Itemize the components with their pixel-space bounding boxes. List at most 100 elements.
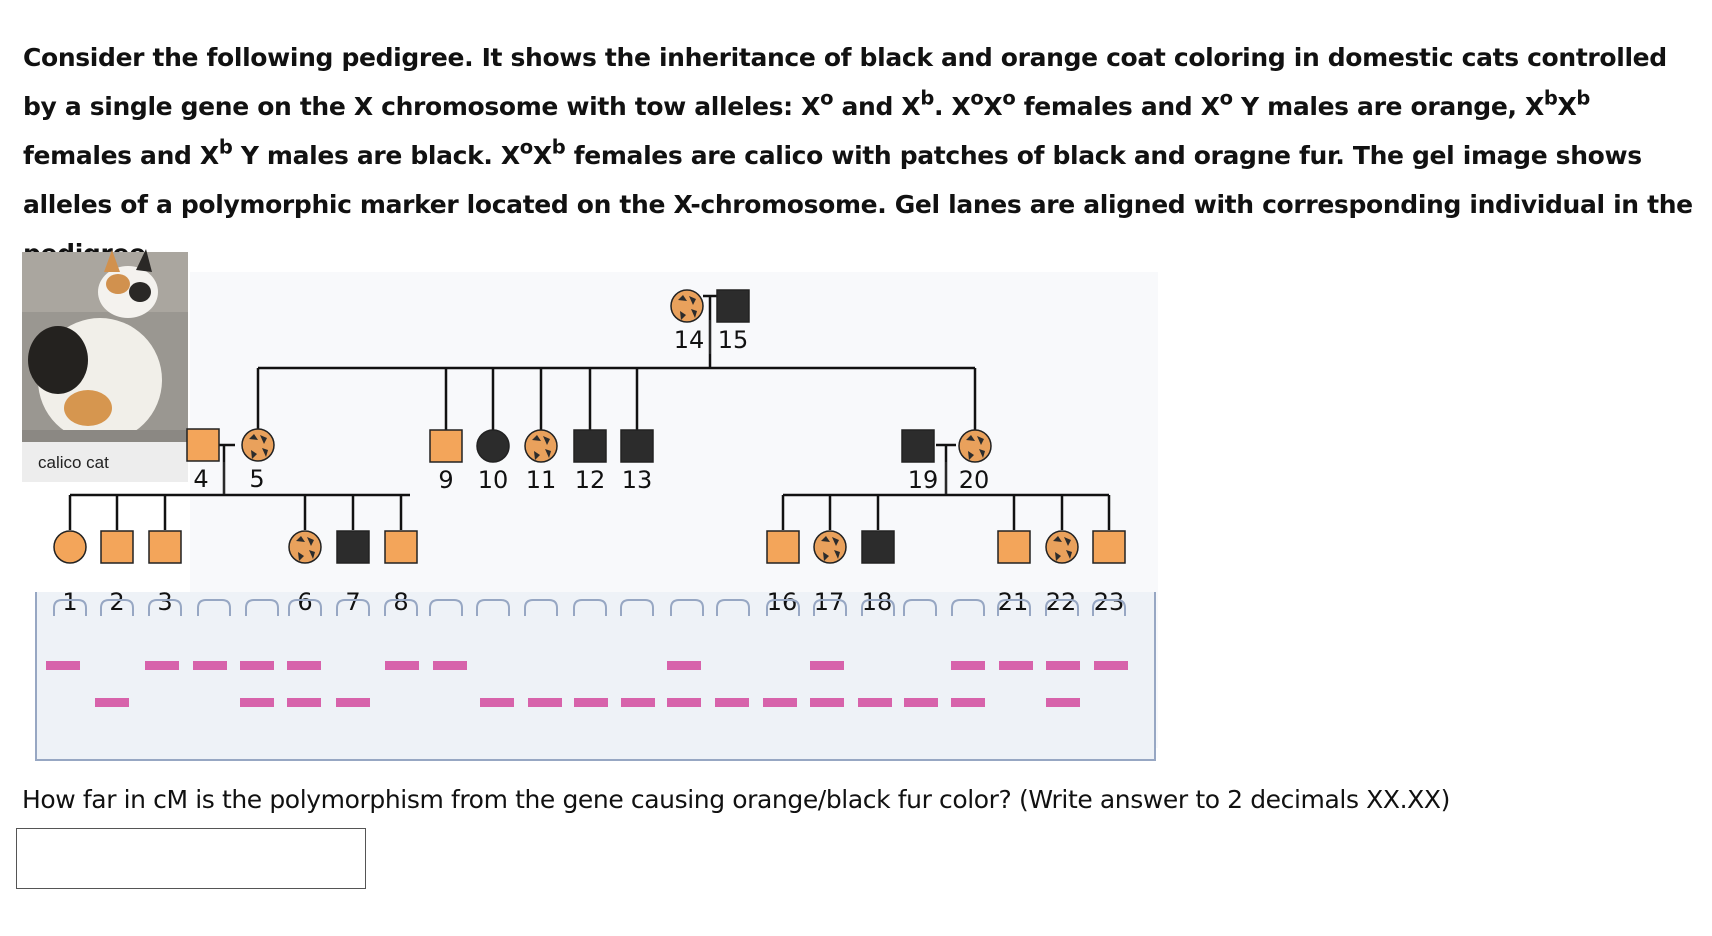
- gel-band-upper: [433, 661, 467, 670]
- orange-male-symbol: [1092, 530, 1126, 564]
- orange-female-symbol: [53, 530, 87, 564]
- black-male-symbol: [336, 530, 370, 564]
- orange-male-symbol: [429, 429, 463, 463]
- individual-label: 20: [959, 466, 990, 494]
- gel-band-upper: [667, 661, 701, 670]
- individual-label: 10: [478, 466, 509, 494]
- intro-text: Y males are orange, X: [1232, 92, 1544, 121]
- photo-caption: calico cat: [38, 453, 109, 472]
- gel-well: [384, 599, 418, 616]
- intro-text: X: [983, 92, 1003, 121]
- gel-well: [429, 599, 463, 616]
- gel-well: [716, 599, 750, 616]
- photo-caption-box: [22, 442, 188, 482]
- gel-band-upper: [240, 661, 274, 670]
- gel-band-lower: [763, 698, 797, 707]
- gel-band-lower: [574, 698, 608, 707]
- intro-text: females and X: [1015, 92, 1220, 121]
- black-male-symbol: [901, 429, 935, 463]
- gel-band-upper: [810, 661, 844, 670]
- individual-label: 17: [814, 588, 845, 616]
- allele-superscript: o: [1219, 86, 1233, 110]
- individual-label: 7: [345, 588, 360, 616]
- gel-band-upper: [287, 661, 321, 670]
- gel-well: [1092, 599, 1126, 616]
- gel-band-upper: [385, 661, 419, 670]
- calico-patch: [532, 435, 551, 460]
- gel-well: [997, 599, 1031, 616]
- black-male-symbol: [620, 429, 654, 463]
- calico-female-symbol: [1045, 530, 1079, 564]
- allele-superscript: o: [970, 86, 984, 110]
- calico-patch: [1053, 536, 1072, 561]
- individual-label: 15: [718, 326, 749, 354]
- gel-band-lower: [621, 698, 655, 707]
- individual-label: 13: [622, 466, 653, 494]
- calico-female-symbol: [288, 530, 322, 564]
- gel-band-lower: [1046, 698, 1080, 707]
- gel-band-lower: [480, 698, 514, 707]
- calico-cat-photo: [22, 249, 188, 450]
- gel-band-upper: [145, 661, 179, 670]
- intro-text: Y males are black. X: [232, 141, 520, 170]
- orange-male-symbol: [384, 530, 418, 564]
- allele-superscript: b: [218, 135, 233, 159]
- allele-superscript: o: [519, 135, 533, 159]
- gel-well: [903, 599, 937, 616]
- gel-band-lower: [336, 698, 370, 707]
- individual-label: 11: [526, 466, 557, 494]
- gel-well: [148, 599, 182, 616]
- gel-well: [53, 599, 87, 616]
- individual-label: 16: [767, 588, 798, 616]
- black-male-symbol: [861, 530, 895, 564]
- orange-male-symbol: [766, 530, 800, 564]
- allele-superscript: o: [820, 86, 834, 110]
- calico-patch: [966, 435, 985, 460]
- gel-well: [197, 599, 231, 616]
- individual-label: 23: [1094, 588, 1125, 616]
- gel-well: [245, 599, 279, 616]
- individual-label: 14: [674, 326, 705, 354]
- gel-well: [951, 599, 985, 616]
- gel-well: [620, 599, 654, 616]
- individual-label: 12: [575, 466, 606, 494]
- gel-band-upper: [46, 661, 80, 670]
- intro-paragraph: Consider the following pedigree. It show…: [23, 33, 1693, 278]
- allele-superscript: b: [1576, 86, 1591, 110]
- gel-band-lower: [715, 698, 749, 707]
- gel-band-lower: [528, 698, 562, 707]
- gel-well: [524, 599, 558, 616]
- orange-male-symbol: [186, 428, 220, 462]
- intro-text: . X: [933, 92, 971, 121]
- gel-box: [35, 592, 1156, 761]
- gel-band-upper: [951, 661, 985, 670]
- individual-label: 6: [297, 588, 312, 616]
- individual-label: 3: [157, 588, 172, 616]
- calico-patch: [249, 434, 268, 459]
- answer-input[interactable]: [16, 828, 366, 889]
- gel-well: [766, 599, 800, 616]
- gel-well: [336, 599, 370, 616]
- gel-band-lower: [667, 698, 701, 707]
- orange-male-symbol: [100, 530, 134, 564]
- gel-band-lower: [810, 698, 844, 707]
- intro-text: Consider the following pedigree. It show…: [23, 43, 1667, 121]
- gel-band-lower: [858, 698, 892, 707]
- orange-male-symbol: [997, 530, 1031, 564]
- individual-label: 22: [1046, 588, 1077, 616]
- allele-superscript: b: [920, 86, 934, 110]
- calico-female-symbol: [813, 530, 847, 564]
- gel-well: [476, 599, 510, 616]
- intro-text: X: [532, 141, 552, 170]
- orange-male-symbol: [148, 530, 182, 564]
- intro-text: females and X: [23, 141, 219, 170]
- gel-band-lower: [240, 698, 274, 707]
- gel-well: [670, 599, 704, 616]
- label-dividers: [223, 320, 947, 494]
- individual-label: 4: [193, 465, 208, 493]
- gel-well: [861, 599, 895, 616]
- individual-label: 21: [998, 588, 1029, 616]
- black-female-symbol: [476, 429, 510, 463]
